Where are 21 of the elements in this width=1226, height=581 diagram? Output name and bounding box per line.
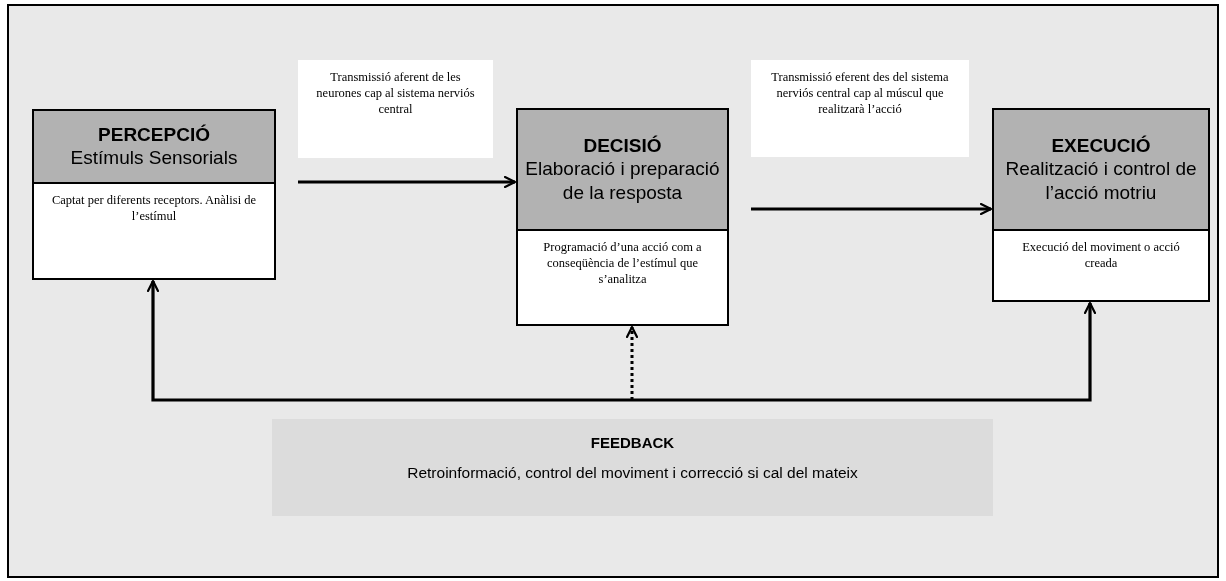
arrow xyxy=(632,301,1097,402)
arrow xyxy=(625,325,639,400)
process-box xyxy=(32,109,276,280)
description-text: Captat per diferents receptors. Anàlisi de l’estímul xyxy=(50,192,258,225)
stage-subtitle: Estímuls Sensorials xyxy=(69,146,239,170)
note-text: Transmissió eferent des del sistema nerviós central cap al múscul que realitzarà l’acció xyxy=(770,69,950,117)
description-text: Programació d’una acció com a conseqüència de l’estímul que s’analitza xyxy=(542,239,703,288)
process-box xyxy=(992,108,1210,302)
note-text: Transmissió aferent de les neurones cap al sistema nerviós central xyxy=(315,69,476,117)
stage-title: PERCEPCIÓ xyxy=(97,123,211,146)
arrow xyxy=(298,175,517,189)
stage-title: DECISIÓ xyxy=(582,134,663,157)
process-box xyxy=(516,108,729,326)
stage-title: EXECUCIÓ xyxy=(1050,134,1152,157)
stage-subtitle: Elaboració i preparació de la resposta xyxy=(524,157,721,205)
stage-subtitle: Realització i control de l’acció motriu xyxy=(1004,157,1198,205)
arrow xyxy=(146,279,632,402)
description-text: Execució del moviment o acció creada xyxy=(1021,239,1181,272)
feedback-text: Retroinformació, control del moviment i correcció si cal del mateix xyxy=(406,463,859,483)
feedback-title: FEEDBACK xyxy=(589,433,676,453)
arrow xyxy=(751,202,993,216)
